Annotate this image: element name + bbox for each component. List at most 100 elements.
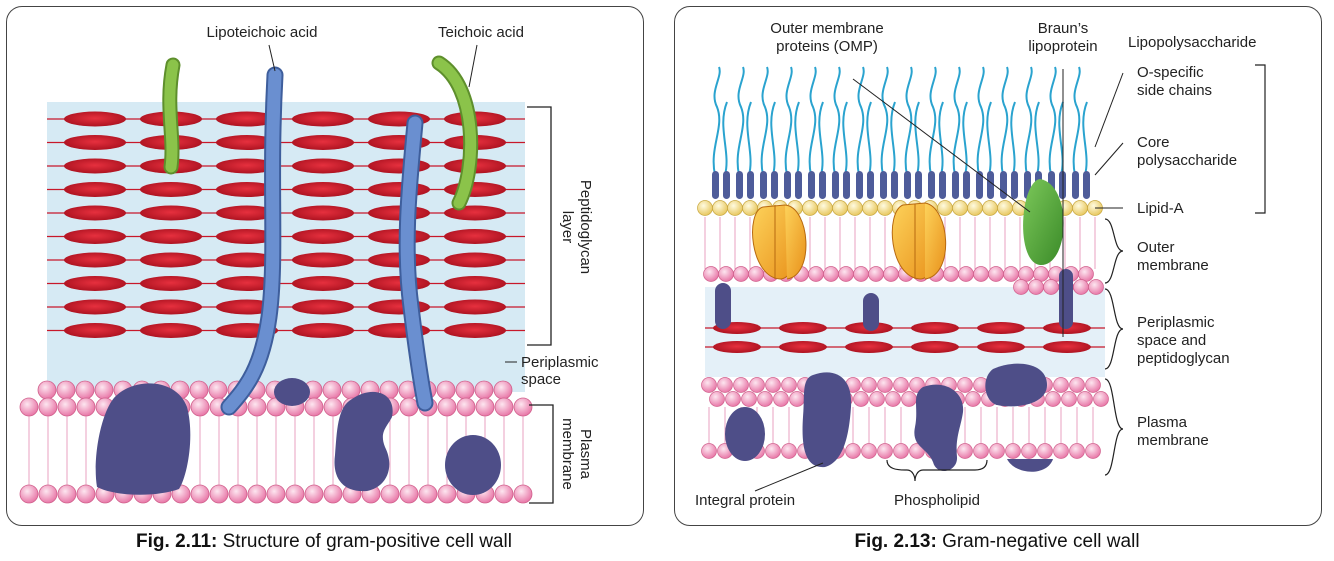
phospholipid-head <box>209 484 229 504</box>
lipid-a-head <box>952 200 968 216</box>
plasma-membrane-label-2: membrane <box>559 418 576 490</box>
lipid-a-head <box>982 200 998 216</box>
phospholipid-head <box>958 266 974 282</box>
phospholipid-head <box>885 391 901 407</box>
phospholipid-head <box>893 443 909 459</box>
o-specific-side-chain <box>914 101 920 176</box>
phospholipid-head <box>1005 443 1021 459</box>
core-polysaccharide <box>747 171 754 199</box>
phospholipid-head <box>247 484 267 504</box>
phospholipid-head <box>19 397 39 417</box>
phospholipid-head <box>701 443 717 459</box>
o-specific-side-chain <box>962 101 968 176</box>
ospecific-label-1: O-specific <box>1137 64 1204 81</box>
o-specific-side-chain <box>1034 101 1040 176</box>
outer-membrane-label-2: membrane <box>1137 257 1209 274</box>
phospholipid-head <box>322 380 342 400</box>
outer-membrane-protein-2 <box>891 202 947 280</box>
phospholipid-head <box>190 484 210 504</box>
glycan-strand <box>292 252 354 268</box>
glycan-strand <box>140 299 202 315</box>
o-specific-side-chain <box>794 101 800 176</box>
phospholipid-head <box>909 377 925 393</box>
o-specific-side-chain <box>986 101 992 176</box>
glycan-strand <box>216 111 278 127</box>
glycan-strand <box>368 299 430 315</box>
lipid-a-head <box>862 200 878 216</box>
glycan-strand <box>292 158 354 174</box>
glycan-strand <box>292 135 354 150</box>
glycan-strand <box>216 205 278 221</box>
periplasm-bracket <box>1104 288 1124 370</box>
glycan-strand <box>216 229 278 244</box>
phospholipid-head <box>1093 391 1109 407</box>
phospholipid-head <box>1069 443 1085 459</box>
phospholipid-head <box>436 380 456 400</box>
phospholipid-head <box>1045 391 1061 407</box>
core-polysaccharide <box>963 171 970 199</box>
glycan-strand <box>140 205 202 221</box>
glycan-strand <box>368 182 430 197</box>
glycan-strand <box>140 323 202 338</box>
core-label-2: polysaccharide <box>1137 152 1237 169</box>
phospholipid-head <box>75 380 95 400</box>
phospholipid-bracket <box>886 459 988 482</box>
peptidoglycan-bracket <box>527 106 552 346</box>
phospholipid-head <box>823 266 839 282</box>
o-specific-side-chain <box>890 101 896 176</box>
core-polysaccharide <box>771 171 778 199</box>
phospholipid-head <box>1013 279 1029 295</box>
glycan-strand <box>444 182 506 197</box>
phospholipid-head <box>709 391 725 407</box>
phospholipid-head <box>718 266 734 282</box>
phospholipid-head <box>909 443 925 459</box>
phospholipid-head <box>765 443 781 459</box>
o-specific-side-chain <box>760 66 769 176</box>
phospholipid-head <box>838 266 854 282</box>
ospecific-leader <box>1094 72 1124 148</box>
phospholipid-head <box>1085 377 1101 393</box>
glycan-strand <box>216 182 278 197</box>
phospholipid-head <box>748 266 764 282</box>
phospholipid-head <box>57 397 77 417</box>
o-specific-side-chain <box>866 101 872 176</box>
phospholipid-head <box>323 397 343 417</box>
o-specific-side-chain <box>818 101 824 176</box>
glycan-strand <box>64 229 126 244</box>
caption-gram-negative-text: Gram-negative cell wall <box>936 531 1140 552</box>
core-polysaccharide <box>928 171 935 199</box>
lipid-a-head <box>967 200 983 216</box>
periplasm-label-3: peptidoglycan <box>1137 350 1230 367</box>
phospholipid-head <box>703 266 719 282</box>
phospholipid-head <box>38 397 58 417</box>
phospholipid-head <box>323 484 343 504</box>
phospholipid-head <box>943 266 959 282</box>
phospholipid-head <box>989 443 1005 459</box>
integral-protein-large <box>95 383 191 495</box>
phospholipid-head <box>94 380 114 400</box>
membrane-protein-small <box>725 407 765 461</box>
o-specific-side-chain <box>842 101 848 176</box>
core-polysaccharide <box>736 171 743 199</box>
o-specific-side-chain <box>1072 66 1081 176</box>
phospholipid-head <box>1053 377 1069 393</box>
glycan-strand <box>64 299 126 315</box>
o-specific-side-chain <box>1058 101 1064 176</box>
plasma-label-1: Plasma <box>1137 414 1188 431</box>
caption-gram-negative-prefix: Fig. 2.13: <box>854 531 937 552</box>
phospholipid-head <box>861 443 877 459</box>
phospholipid-head <box>208 380 228 400</box>
periplasm-label-2: space and <box>1137 332 1206 349</box>
outer-membrane-protein-1 <box>752 204 807 280</box>
phospholipid-head <box>1061 391 1077 407</box>
lipid-a-head <box>802 200 818 216</box>
phospholipid-head <box>57 484 77 504</box>
phospholipid-head <box>853 391 869 407</box>
glycan-strand <box>216 276 278 291</box>
core-polysaccharide <box>952 171 959 199</box>
glycan-strand <box>64 205 126 221</box>
small-protein <box>274 378 310 406</box>
